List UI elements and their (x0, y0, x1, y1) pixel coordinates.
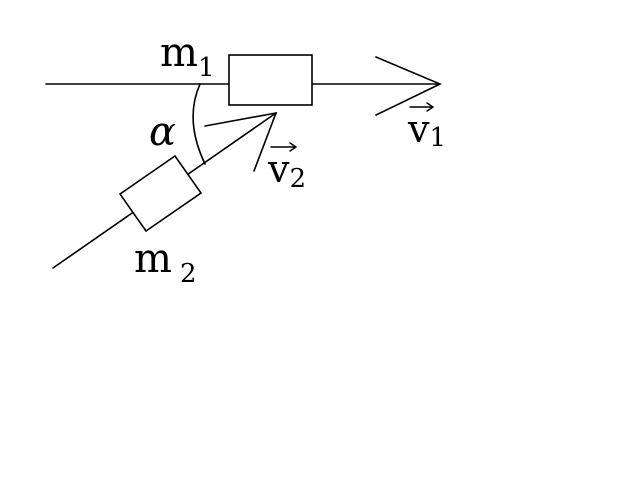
velocity-2-label: v2 (267, 147, 306, 194)
velocity-1-arrowhead (375, 56, 442, 116)
velocity-2-subscript: 2 (289, 164, 306, 194)
velocity-2-label-group: v2 (267, 142, 306, 194)
velocity-1-label-group: v1 (407, 102, 446, 153)
vector-arrow-v2-head (289, 142, 298, 152)
mass-2-subscript: 2 (180, 259, 197, 289)
mass-2-block (118, 154, 203, 233)
angle-alpha-label: α (149, 109, 176, 155)
mass-1-block (228, 54, 313, 106)
mass-1-subscript: 1 (198, 53, 215, 83)
velocity-2-arrowhead (204, 111, 278, 172)
angle-alpha-arc (192, 83, 206, 165)
vector-arrow-v1-head (426, 102, 435, 112)
velocity-1-subscript: 1 (429, 123, 446, 153)
mass-1-label: m1 (160, 30, 214, 83)
velocity-1-label: v1 (407, 107, 446, 153)
